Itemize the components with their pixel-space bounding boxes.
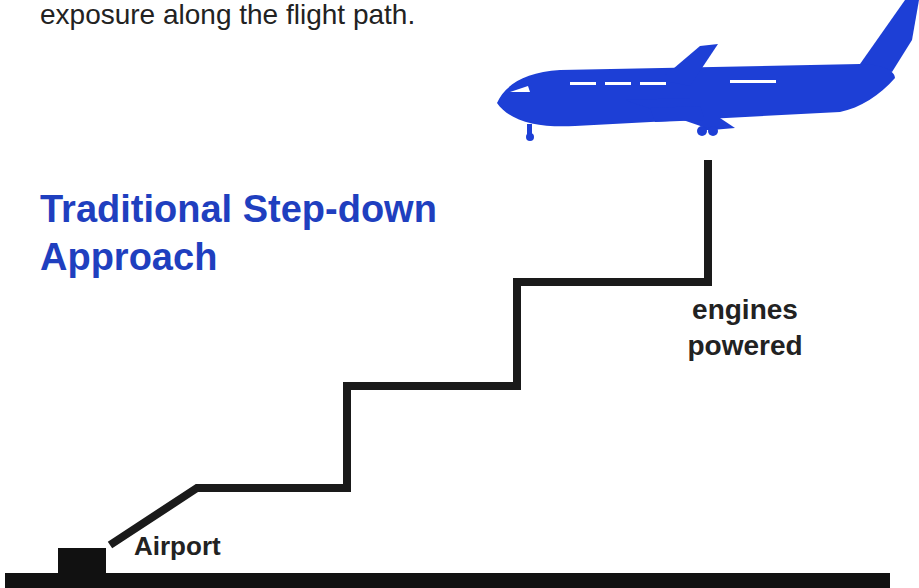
caption-note: exposure along the flight path.: [40, 0, 490, 31]
airplane: [497, 0, 919, 141]
engine-note: engines powered: [660, 292, 830, 365]
ground-line: [5, 573, 890, 588]
airport-building: [58, 548, 106, 574]
diagram-title: Traditional Step-down Approach: [40, 186, 510, 281]
airport-label: Airport: [134, 532, 274, 561]
